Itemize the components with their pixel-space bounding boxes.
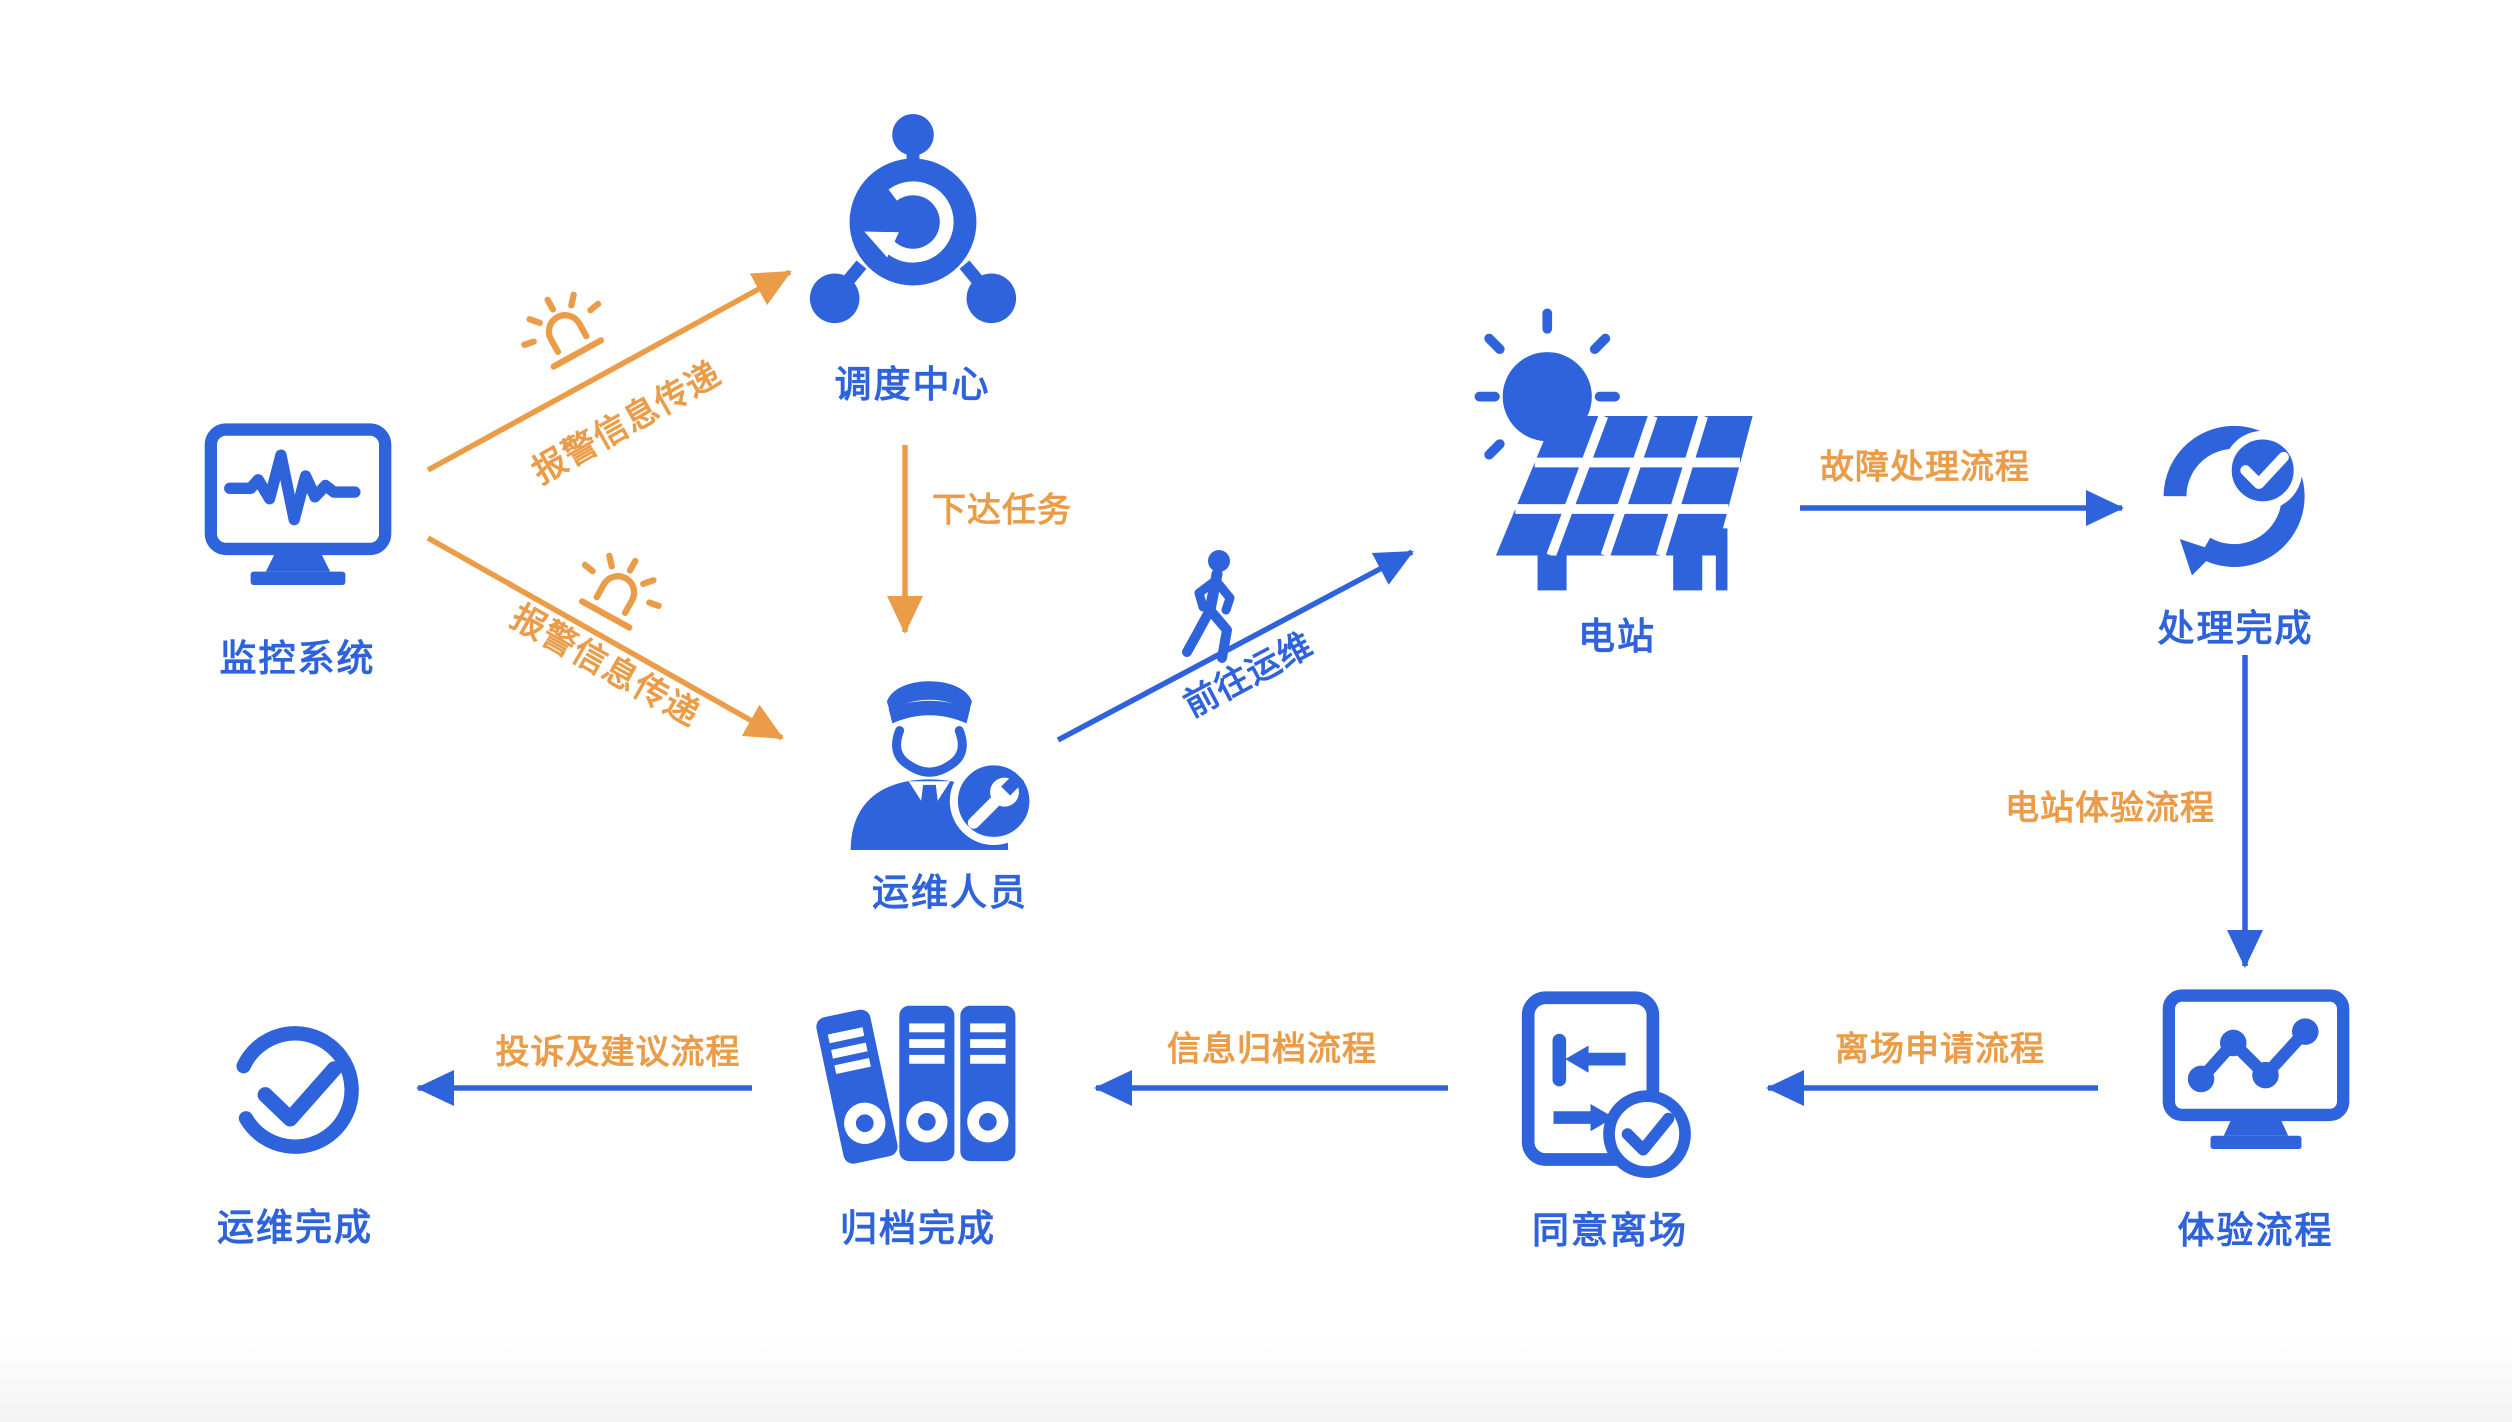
edge-alarm-to-staff-line bbox=[426, 535, 784, 741]
chart-monitor-icon bbox=[2162, 989, 2349, 1150]
node-label-maintenance-staff: 运维人员 bbox=[872, 872, 1028, 913]
node-experience-flow: 体验流程 bbox=[2158, 988, 2353, 1254]
binder-tilted bbox=[816, 1009, 898, 1164]
node-label-dispatch-center: 调度中心 bbox=[834, 364, 991, 405]
hub-network-icon bbox=[809, 113, 1016, 324]
node-leave-approved: 同意离场 bbox=[1510, 988, 1710, 1254]
node-monitoring-system: 监控系统 bbox=[200, 422, 395, 682]
node-dispatch-center: 调度中心 bbox=[795, 108, 1030, 408]
node-label-leave-approved: 同意离场 bbox=[1532, 1210, 1688, 1251]
node-label-experience-flow: 体验流程 bbox=[2177, 1210, 2334, 1251]
node-label-monitoring-system: 监控系统 bbox=[219, 638, 376, 679]
edge-label-assign-task: 下达任务 bbox=[932, 491, 1072, 530]
edge-label-info-archive: 信息归档流程 bbox=[1167, 1030, 1377, 1069]
node-power-station: 电站 bbox=[1462, 292, 1772, 660]
solar-panel-sun-icon bbox=[1474, 308, 1753, 591]
node-label-maintenance-complete: 运维完成 bbox=[217, 1207, 373, 1248]
binders-icon bbox=[816, 1005, 1016, 1164]
monitor-waveform-icon bbox=[204, 423, 391, 585]
edge-go-to-maintain-line bbox=[1056, 549, 1414, 743]
walking-person-icon bbox=[1182, 550, 1235, 663]
exit-approved-icon bbox=[1521, 991, 1691, 1178]
node-maintenance-staff: 运维人员 bbox=[830, 660, 1070, 916]
siren-icon bbox=[521, 291, 605, 370]
siren-icon bbox=[578, 552, 662, 631]
node-label-power-station: 电站 bbox=[1578, 616, 1656, 657]
node-label-handling-complete: 处理完成 bbox=[2157, 608, 2314, 649]
edge-label-complaint-suggestion: 投诉及建议流程 bbox=[495, 1033, 741, 1072]
edge-label-station-experience: 电站体验流程 bbox=[2005, 789, 2215, 828]
node-label-archive-complete: 归档完成 bbox=[840, 1208, 996, 1249]
node-maintenance-complete: 运维完成 bbox=[217, 1018, 373, 1251]
edge-label-leave-request: 离场申请流程 bbox=[1835, 1030, 2045, 1069]
worker-wrench-icon bbox=[850, 681, 1038, 850]
edge-label-fault-handling: 故障处理流程 bbox=[1820, 448, 2030, 487]
check-circle-icon bbox=[236, 1026, 359, 1154]
rotate-check-icon bbox=[2163, 425, 2305, 576]
edge-alarm-to-dispatch-line bbox=[426, 269, 792, 473]
node-handling-complete: 处理完成 bbox=[2148, 418, 2323, 652]
node-archive-complete: 归档完成 bbox=[813, 988, 1023, 1252]
